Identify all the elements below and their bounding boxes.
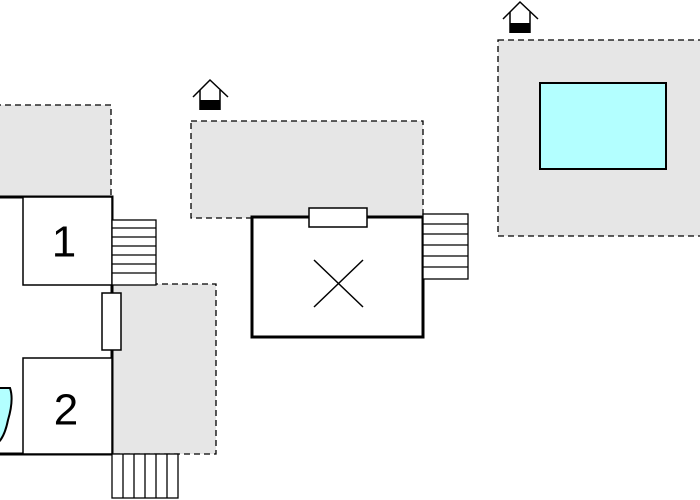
room-1-label: 1 xyxy=(52,218,76,267)
stairs-icon xyxy=(111,219,157,286)
hot-tub-icon xyxy=(0,387,13,443)
window-icon xyxy=(308,207,368,228)
terrace-top-left xyxy=(0,104,112,198)
door-left-building xyxy=(101,292,122,351)
room-2 xyxy=(22,357,113,455)
pool-icon xyxy=(539,82,667,170)
x-mark-icon xyxy=(313,259,364,308)
terrace-middle xyxy=(190,120,424,219)
house-sun-icon xyxy=(502,0,539,33)
stairs-icon xyxy=(111,453,179,499)
terrace-middle-left xyxy=(111,283,217,455)
room-2-label: 2 xyxy=(54,386,78,435)
middle-room xyxy=(250,215,425,339)
stairs-icon xyxy=(422,213,469,280)
house-sun-icon xyxy=(192,78,229,110)
